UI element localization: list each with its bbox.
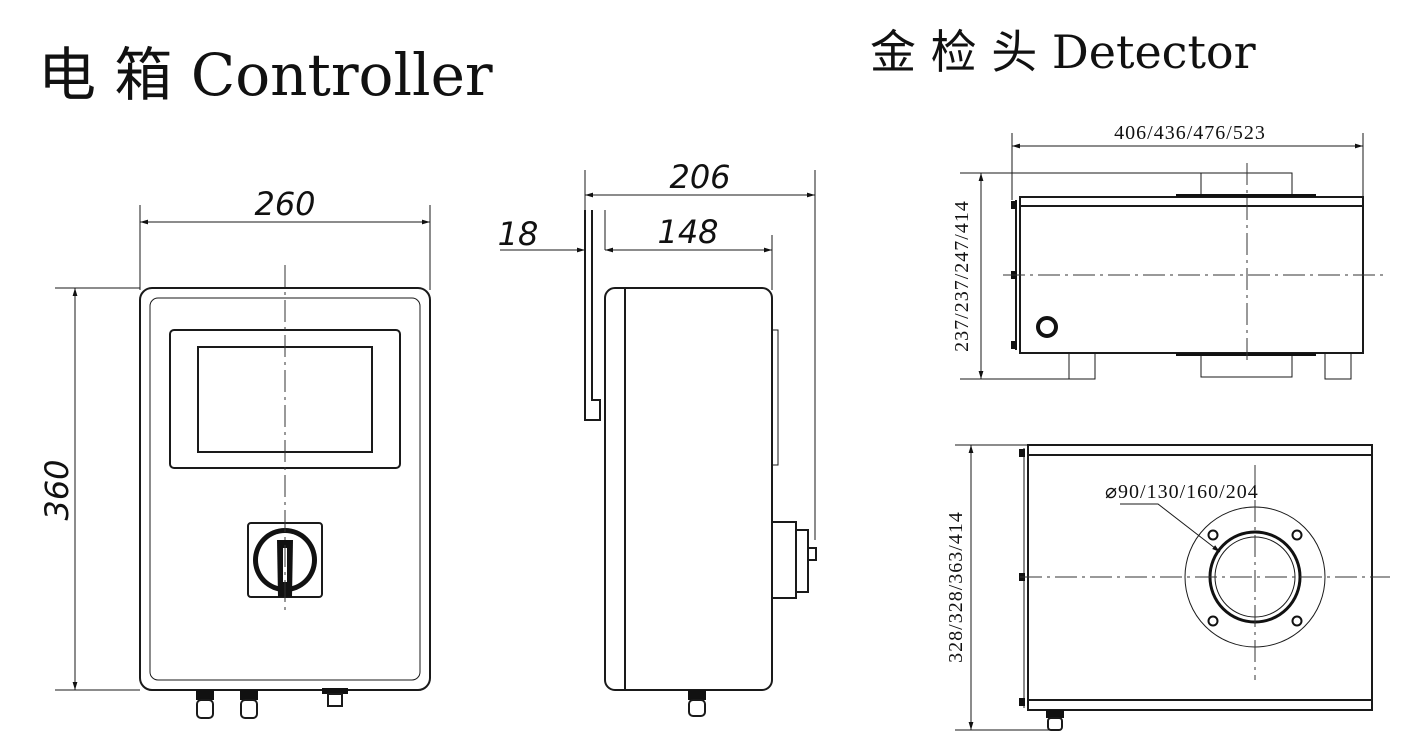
cable-gland	[688, 690, 706, 717]
controller-height-dim: 360	[38, 459, 76, 520]
detector-front-view: ⌀90/130/160/204 328/328/363/414	[945, 444, 1390, 731]
side-knob	[771, 521, 817, 599]
aperture-dim: ⌀90/130/160/204	[1105, 481, 1259, 503]
detector-length-dim: 406/436/476/523	[1114, 122, 1266, 144]
controller-side-view: 206 18 148	[498, 158, 817, 717]
cable-gland	[196, 690, 214, 719]
body-depth-dim: 148	[657, 213, 718, 251]
detector-title: 金 检 头 Detector	[870, 25, 1256, 79]
cable-gland	[322, 688, 348, 707]
detector-height-dim: 237/237/247/414	[951, 200, 973, 352]
controller-title: 电 箱 Controller	[38, 41, 493, 109]
controller-width-dim: 260	[254, 185, 315, 223]
bracket-depth-dim: 18	[498, 215, 539, 253]
detector-side-view: 406/436/476/523 237/237/247/414	[951, 122, 1383, 380]
controller-depth-dim: 206	[669, 158, 730, 196]
detector-front-height-dim: 328/328/363/414	[945, 511, 967, 663]
cable-gland	[1046, 710, 1064, 731]
cable-gland	[240, 690, 258, 719]
controller-front-view: 260 360	[38, 185, 431, 719]
